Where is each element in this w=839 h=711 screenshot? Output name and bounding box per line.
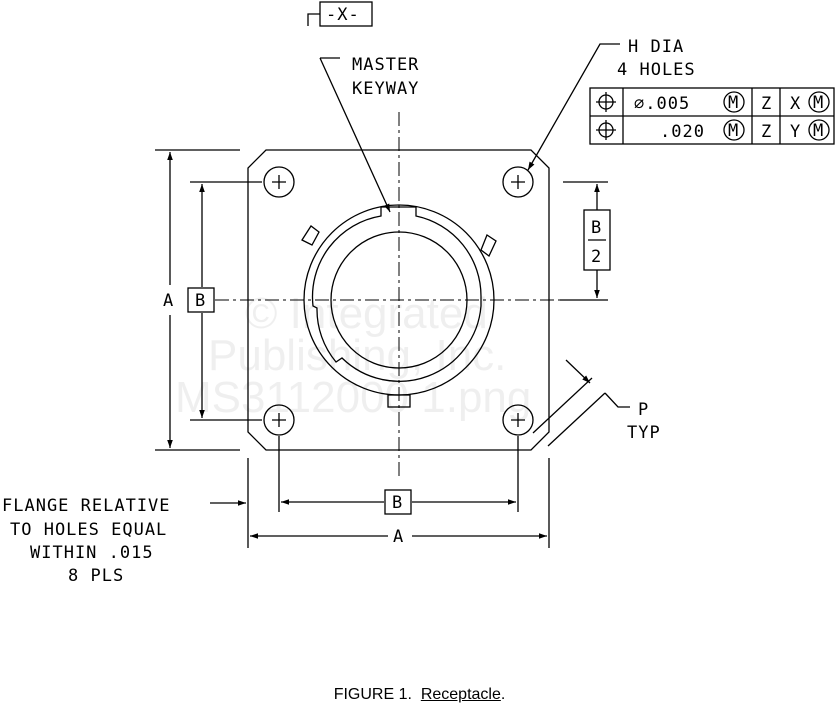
p-typ-dimension: P TYP xyxy=(532,359,661,447)
svg-text:B: B xyxy=(195,291,206,311)
watermark: © Integrated Publishing, Inc. MS3112000 … xyxy=(175,289,531,422)
svg-text:X: X xyxy=(790,94,801,114)
svg-text:M: M xyxy=(813,93,824,113)
master-keyway-label-2: KEYWAY xyxy=(352,79,419,99)
holes-label: 4 HOLES xyxy=(617,60,696,80)
svg-text:FLANGE RELATIVE: FLANGE RELATIVE xyxy=(2,496,171,516)
svg-text:P: P xyxy=(638,400,649,420)
h-dia-label: H DIA xyxy=(628,37,684,57)
svg-text:WITHIN .015: WITHIN .015 xyxy=(30,543,154,563)
svg-text:TYP: TYP xyxy=(627,423,661,443)
h-dia-leader xyxy=(527,43,620,171)
b-over-2-dimension: B 2 xyxy=(560,181,611,301)
svg-text:Z: Z xyxy=(761,122,772,142)
svg-text:B: B xyxy=(591,218,602,238)
svg-text:M: M xyxy=(728,93,739,113)
svg-text:Z: Z xyxy=(761,94,772,114)
horizontal-dimensions: B A xyxy=(247,436,550,548)
svg-text:A: A xyxy=(163,291,174,311)
svg-text:8 PLS: 8 PLS xyxy=(68,566,124,586)
keyway-leader xyxy=(319,57,391,213)
feature-control-frame: ⌀.005 .020 M M Z Z X Y M M xyxy=(589,87,835,145)
svg-text:B: B xyxy=(392,493,403,513)
svg-text:TO HOLES EQUAL: TO HOLES EQUAL xyxy=(10,520,167,540)
datum-x-leader xyxy=(307,13,320,26)
vertical-dimensions: A B xyxy=(155,149,262,451)
svg-text:M: M xyxy=(813,121,824,141)
master-keyway-label: MASTER xyxy=(352,55,419,75)
svg-text:Y: Y xyxy=(790,122,801,142)
svg-text:⌀.005: ⌀.005 xyxy=(634,94,690,114)
figure-caption: FIGURE 1. Receptacle. xyxy=(333,686,506,703)
flange-note: FLANGE RELATIVE TO HOLES EQUAL WITHIN .0… xyxy=(2,496,171,586)
svg-text:M: M xyxy=(728,121,739,141)
connector-body xyxy=(301,204,497,408)
svg-text:© Integrated: © Integrated xyxy=(245,289,488,338)
datum-x-frame: -X- xyxy=(319,1,373,27)
svg-text:.020: .020 xyxy=(660,122,705,142)
flange-plate xyxy=(247,149,550,451)
svg-text:MS3112000 1.png: MS3112000 1.png xyxy=(175,373,531,422)
svg-text:A: A xyxy=(393,527,404,547)
mounting-holes xyxy=(263,166,534,436)
svg-text:Publishing, Inc.: Publishing, Inc. xyxy=(208,331,506,380)
svg-text:-X-: -X- xyxy=(326,5,360,25)
svg-text:2: 2 xyxy=(591,247,602,267)
